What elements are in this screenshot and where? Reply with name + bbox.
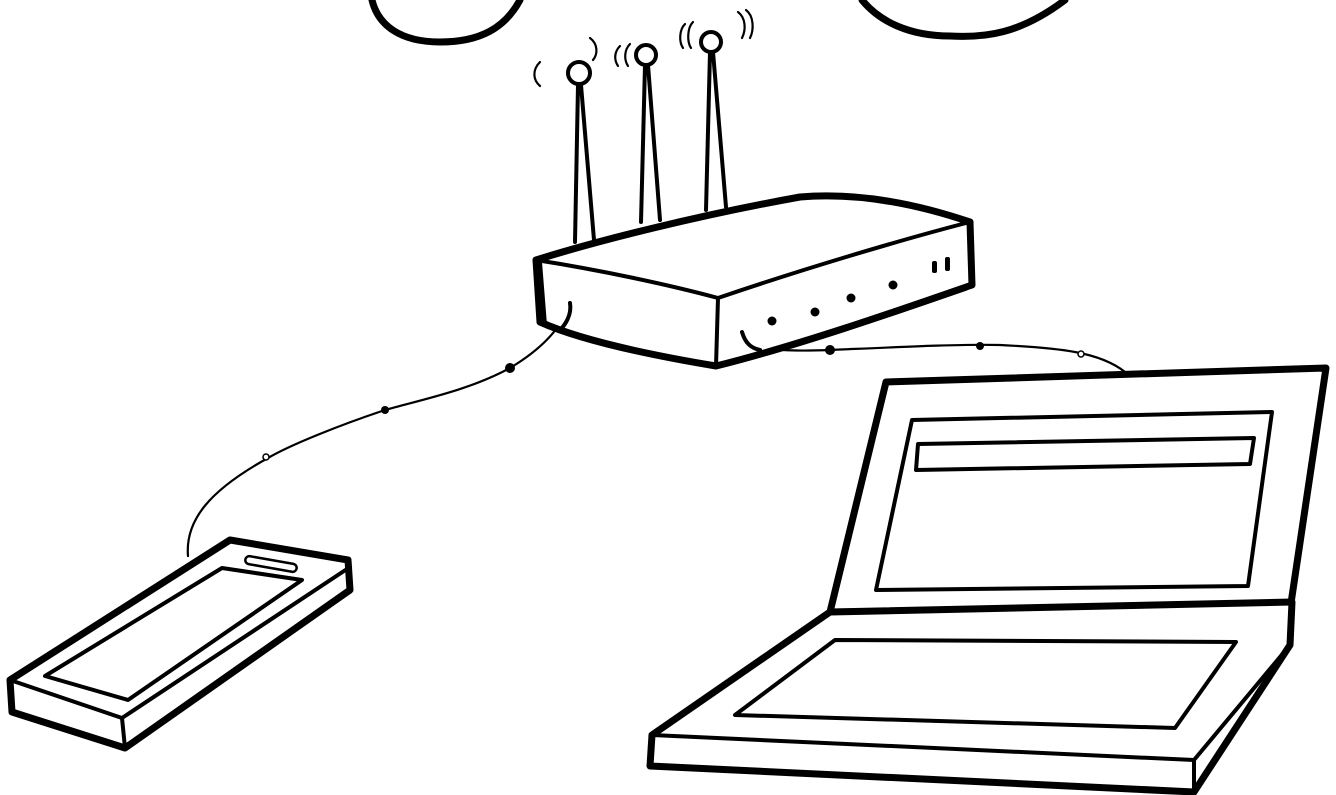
phone-cable bbox=[188, 305, 570, 556]
cable-joint bbox=[825, 345, 835, 355]
cable-joint bbox=[263, 454, 269, 460]
cable-joint bbox=[976, 342, 984, 350]
cable-joint bbox=[381, 406, 389, 414]
laptop bbox=[650, 368, 1326, 792]
router bbox=[534, 10, 972, 366]
cable-joint bbox=[1078, 351, 1084, 357]
smartphone bbox=[10, 540, 350, 748]
antenna-icon bbox=[568, 32, 726, 242]
cable-joint bbox=[505, 363, 515, 373]
